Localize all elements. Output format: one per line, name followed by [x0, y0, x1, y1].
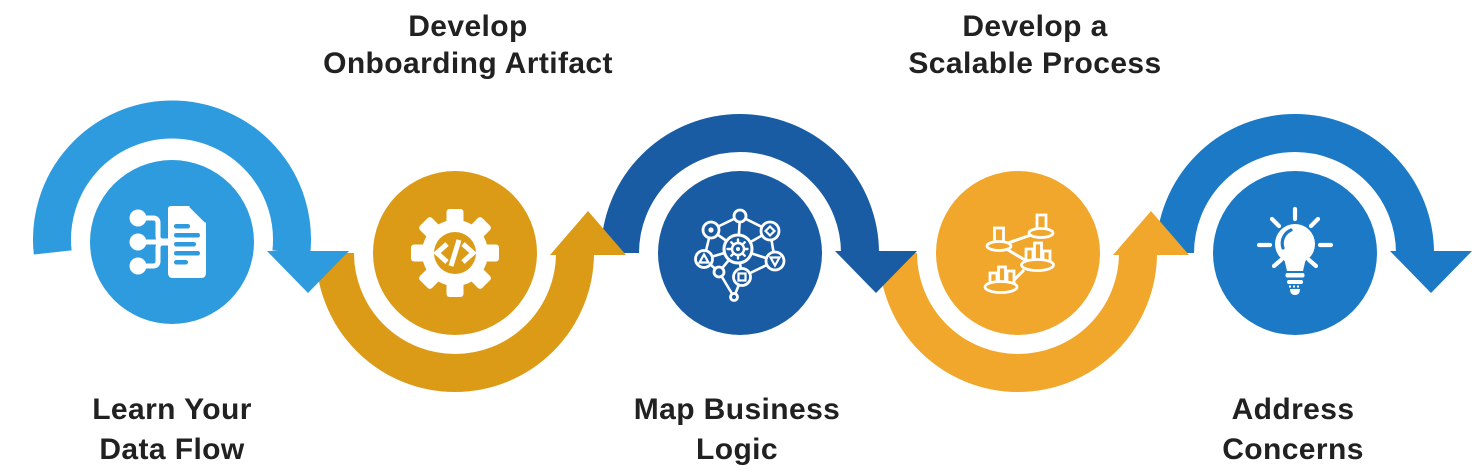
- arc-under-step-2: [316, 252, 594, 392]
- mini-gear: [726, 238, 749, 260]
- step-4-title: Develop a Scalable Process: [825, 8, 1245, 82]
- flow-arc-5: [1156, 114, 1472, 293]
- step-circle-5: [1213, 171, 1377, 335]
- step-1-title: Learn Your Data Flow: [2, 390, 342, 470]
- lightbulb-rays: [1256, 206, 1334, 269]
- step-5-title-line2: Concerns: [1222, 433, 1364, 466]
- arrow-up-icon: [550, 211, 626, 255]
- data-flow-document-icon: [129, 205, 207, 278]
- flow-arc-1: [33, 100, 349, 293]
- process-node-b: [985, 226, 1013, 252]
- step-2-title-line2: Onboarding Artifact: [323, 47, 613, 80]
- arc-under-step-4: [879, 252, 1157, 392]
- step-1-title-line1: Learn Your: [92, 393, 252, 426]
- step-circle-4: [936, 171, 1100, 335]
- arc-over-step-5: [1156, 114, 1434, 254]
- step-3-title-line1: Map Business: [633, 393, 841, 426]
- document-text-lines: [174, 224, 200, 265]
- arrow-down-icon: [835, 251, 917, 293]
- step-3-title-line2: Logic: [696, 433, 778, 466]
- step-5-title: Address Concerns: [1123, 390, 1463, 470]
- process-node-d: [983, 265, 1019, 294]
- arrow-up-icon: [1113, 211, 1189, 255]
- step-2-title: Develop Onboarding Artifact: [258, 8, 678, 82]
- arc-over-step-1: [33, 100, 311, 255]
- bar-chart-network-icon: [983, 213, 1055, 294]
- step-1-title-line2: Data Flow: [99, 433, 245, 466]
- code-brackets: [433, 239, 477, 267]
- step-3-title: Map Business Logic: [567, 390, 907, 470]
- step-circle-3: [658, 171, 822, 335]
- flow-arc-4: [879, 211, 1189, 392]
- arc-over-step-3: [601, 114, 879, 254]
- node-inner-shapes: [697, 224, 782, 282]
- arrow-down-icon: [1390, 251, 1472, 293]
- arrow-down-icon: [267, 251, 349, 293]
- flow-arc-3: [601, 114, 917, 293]
- step-2-title-line1: Develop: [408, 10, 528, 43]
- lightbulb-icon: [1256, 206, 1334, 295]
- flow-arc-2: [316, 211, 626, 392]
- process-node-a: [1027, 213, 1055, 239]
- step-5-title-line1: Address: [1231, 393, 1355, 426]
- step-circle-1: [90, 160, 254, 324]
- step-circle-2: [373, 171, 537, 335]
- network-nodes-icon: [694, 208, 786, 302]
- step-4-title-line2: Scalable Process: [908, 47, 1162, 80]
- step-4-title-line1: Develop a: [962, 10, 1108, 43]
- gear-code-icon: [411, 209, 499, 297]
- process-node-c: [1020, 241, 1055, 272]
- step-4-disc: [936, 171, 1100, 335]
